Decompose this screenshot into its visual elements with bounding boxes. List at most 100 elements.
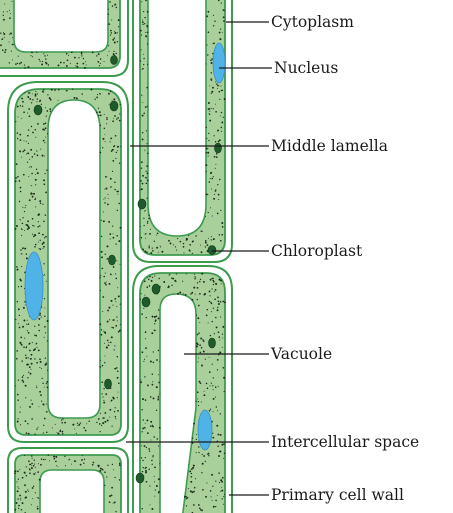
stipple-dot (20, 139, 22, 141)
stipple-dot (154, 481, 155, 482)
stipple-dot (21, 228, 22, 229)
stipple-dot (39, 248, 40, 249)
stipple-dot (58, 89, 60, 91)
stipple-dot (143, 218, 144, 219)
stipple-dot (25, 205, 26, 206)
stipple-dot (24, 248, 26, 250)
stipple-dot (141, 237, 142, 238)
stipple-dot (33, 236, 35, 238)
stipple-dot (28, 143, 29, 144)
stipple-dot (142, 398, 144, 400)
stipple-dot (82, 455, 83, 456)
stipple-dot (215, 81, 216, 82)
stipple-dot (101, 334, 103, 336)
stipple-dot (210, 408, 211, 409)
stipple-dot (197, 361, 198, 362)
stipple-dot (114, 182, 116, 184)
stipple-dot (40, 361, 42, 363)
stipple-dot (158, 374, 159, 375)
stipple-dot (158, 396, 159, 397)
stipple-dot (32, 132, 34, 134)
stipple-dot (97, 94, 98, 95)
stipple-dot (43, 263, 44, 264)
stipple-dot (34, 326, 35, 327)
stipple-dot (19, 469, 20, 470)
stipple-dot (104, 362, 105, 363)
stipple-dot (115, 273, 116, 274)
stipple-dot (109, 501, 111, 503)
stipple-dot (43, 221, 45, 223)
stipple-dot (104, 189, 105, 190)
stipple-dot (152, 464, 153, 465)
stipple-dot (43, 432, 44, 433)
stipple-dot (146, 87, 148, 89)
stipple-dot (220, 210, 221, 211)
stipple-dot (215, 289, 217, 291)
stipple-dot (38, 497, 39, 498)
stipple-dot (143, 11, 144, 12)
stipple-dot (211, 496, 212, 497)
stipple-dot (212, 87, 214, 89)
stipple-dot (211, 93, 212, 94)
stipple-dot (31, 403, 33, 405)
stipple-dot (19, 279, 21, 281)
stipple-dot (145, 423, 146, 424)
stipple-dot (107, 204, 109, 206)
stipple-dot (224, 494, 225, 495)
stipple-dot (210, 60, 212, 62)
stipple-dot (101, 425, 102, 426)
stipple-dot (141, 457, 142, 458)
stipple-dot (120, 227, 122, 229)
stipple-dot (104, 471, 106, 473)
chloroplast (110, 101, 118, 111)
stipple-dot (206, 315, 208, 317)
stipple-dot (96, 97, 98, 99)
stipple-dot (215, 189, 216, 190)
stipple-dot (50, 111, 51, 112)
stipple-dot (212, 364, 213, 365)
stipple-dot (119, 163, 120, 164)
stipple-dot (41, 458, 43, 460)
stipple-dot (42, 61, 43, 62)
stipple-dot (205, 164, 207, 166)
stipple-dot (115, 53, 116, 54)
stipple-dot (217, 130, 219, 132)
stipple-dot (21, 118, 22, 119)
stipple-dot (154, 329, 156, 331)
stipple-dot (199, 344, 201, 346)
stipple-dot (116, 118, 117, 119)
stipple-dot (100, 115, 102, 117)
stipple-dot (212, 437, 214, 439)
stipple-dot (117, 397, 118, 398)
stipple-dot (35, 137, 36, 138)
stipple-dot (28, 226, 30, 228)
stipple-dot (141, 167, 142, 168)
stipple-dot (217, 495, 218, 496)
nucleus-left (25, 252, 43, 320)
stipple-dot (49, 460, 50, 461)
stipple-dot (203, 340, 205, 342)
stipple-dot (106, 119, 108, 121)
stipple-dot (9, 34, 10, 35)
stipple-dot (71, 464, 72, 465)
stipple-dot (14, 473, 16, 475)
stipple-dot (119, 463, 121, 465)
stipple-dot (190, 481, 192, 483)
stipple-dot (39, 479, 41, 481)
stipple-dot (186, 239, 187, 240)
stipple-dot (3, 33, 5, 35)
stipple-dot (211, 62, 213, 64)
stipple-dot (191, 292, 193, 294)
stipple-dot (143, 419, 144, 420)
stipple-dot (76, 63, 78, 65)
stipple-dot (220, 479, 222, 481)
stipple-dot (18, 286, 19, 287)
stipple-dot (211, 79, 212, 80)
stipple-dot (28, 460, 30, 462)
stipple-dot (101, 236, 102, 237)
stipple-dot (24, 140, 25, 141)
stipple-dot (33, 474, 34, 475)
stipple-dot (196, 439, 197, 440)
stipple-dot (209, 301, 210, 302)
stipple-dot (19, 411, 20, 412)
